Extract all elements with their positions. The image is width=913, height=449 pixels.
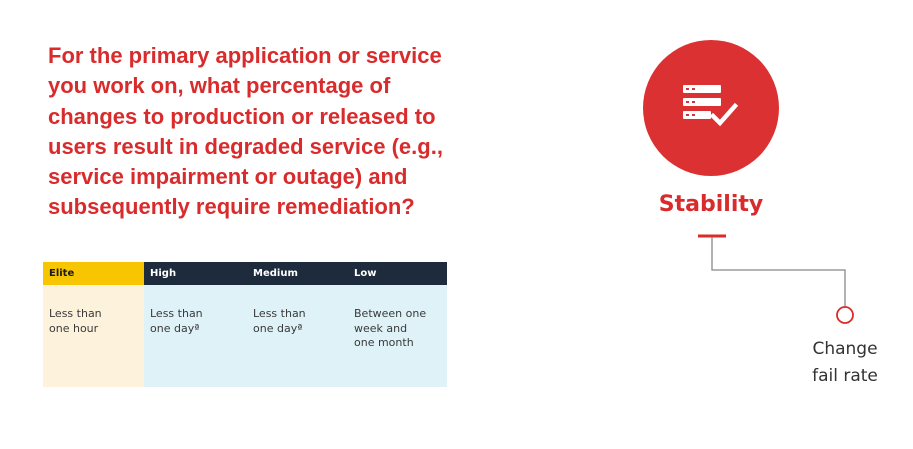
metric-label-line1: Change [812,339,878,359]
table-row: Less than one hour Less than one dayª Le… [43,285,447,387]
header-high: High [144,262,247,285]
metric-label-line2: fail rate [812,366,878,386]
cell-medium: Less than one dayª [247,285,348,387]
connector-line [698,234,854,324]
table-header-row: Elite High Medium Low [43,262,447,285]
server-check-icon [683,85,739,127]
header-low: Low [348,262,447,285]
cell-low: Between one week and one month [348,285,447,387]
change-fail-rate-label: Change fail rate [795,336,895,390]
survey-question: For the primary application or service y… [48,43,443,220]
stability-label: Stability [658,192,764,217]
stability-badge [643,40,779,176]
header-medium: Medium [247,262,348,285]
cell-elite: Less than one hour [43,285,144,387]
header-elite: Elite [43,262,144,285]
metric-node-icon [836,306,854,324]
cell-high: Less than one dayª [144,285,247,387]
performance-table: Elite High Medium Low Less than one hour… [43,262,447,387]
